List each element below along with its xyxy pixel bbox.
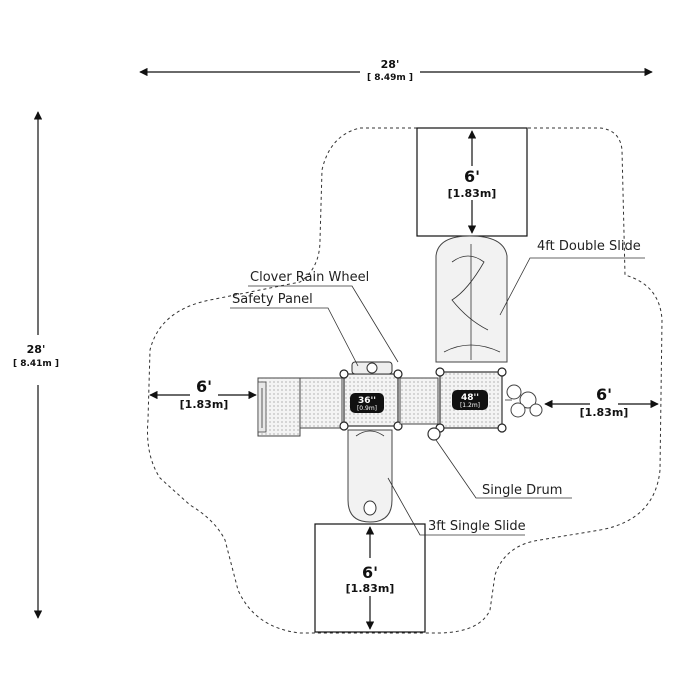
bottom-clearance-m: [1.83m] bbox=[346, 582, 395, 595]
bottom-clearance-ft: 6' bbox=[362, 563, 378, 582]
deck-48in-height: 48'' bbox=[461, 393, 479, 403]
left-clearance-ft: 6' bbox=[196, 377, 212, 396]
single-drum bbox=[427, 427, 441, 441]
deck-48in-label-bg bbox=[452, 390, 488, 410]
double-slide-leader bbox=[499, 257, 645, 316]
clover-flower bbox=[505, 384, 543, 418]
double-slide bbox=[435, 235, 508, 363]
safety-panel-leader bbox=[230, 307, 359, 367]
right-clearance-m: [1.83m] bbox=[580, 406, 629, 419]
rain-wheel-callout: Clover Rain Wheel bbox=[250, 270, 369, 285]
deck-48in-metric: [1.2m] bbox=[460, 402, 480, 409]
single-slide-callout: 3ft Single Slide bbox=[428, 519, 526, 534]
right-clearance-ft: 6' bbox=[596, 385, 612, 404]
deck-36in-metric: [0.9m] bbox=[357, 405, 377, 412]
overall-width-m: [ 8.49m ] bbox=[367, 73, 413, 83]
safety-zone-outline bbox=[147, 127, 663, 634]
deck-36in-label-bg bbox=[350, 393, 384, 413]
rain-wheel-leader bbox=[248, 285, 399, 363]
left-clearance-m: [1.83m] bbox=[180, 398, 229, 411]
overall-depth-m: [ 8.41m ] bbox=[13, 359, 59, 369]
overall-depth-ft: 28' bbox=[27, 343, 46, 356]
single-slide-leader bbox=[387, 477, 525, 536]
deck-48in: 48'' [1.2m] bbox=[435, 367, 507, 433]
middle-panel bbox=[399, 377, 439, 425]
single-drum-callout: Single Drum bbox=[482, 483, 562, 498]
safety-panel-callout: Safety Panel bbox=[232, 292, 313, 307]
clover-rain-wheel bbox=[351, 361, 393, 375]
top-clearance-m: [1.83m] bbox=[448, 187, 497, 200]
single-drum-leader bbox=[435, 439, 572, 499]
deck-36in: 36'' [0.9m] bbox=[339, 369, 403, 431]
double-slide-callout: 4ft Double Slide bbox=[537, 239, 641, 254]
overall-width-ft: 28' bbox=[381, 58, 400, 71]
deck-36in-height: 36'' bbox=[358, 396, 376, 406]
single-slide bbox=[347, 429, 393, 523]
left-climber bbox=[257, 377, 343, 437]
top-clearance-ft: 6' bbox=[464, 167, 480, 186]
